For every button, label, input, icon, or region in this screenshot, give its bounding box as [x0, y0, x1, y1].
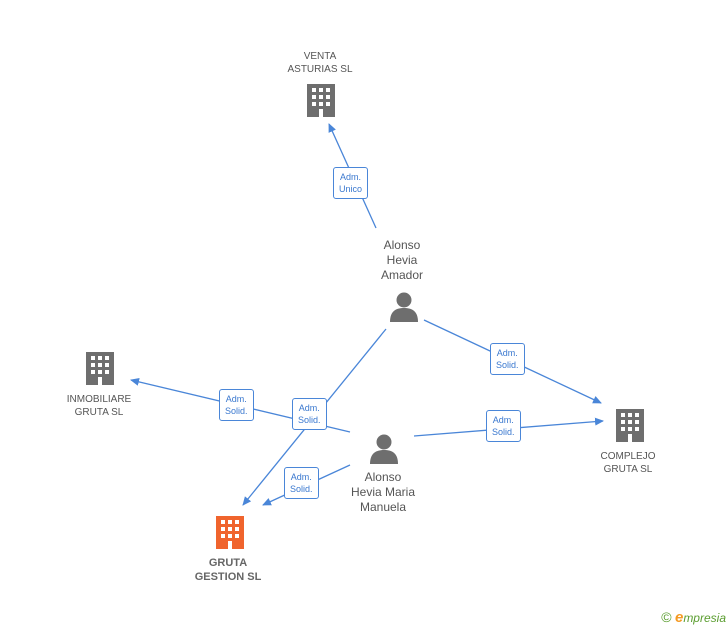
edge-label-line: Unico — [339, 184, 363, 194]
edge-label-adm-solid[interactable]: Adm. Solid. — [490, 343, 525, 375]
company-label-venta[interactable]: VENTA ASTURIAS SL — [270, 50, 370, 76]
label-line: GRUTA SL — [74, 407, 124, 418]
brand-footer[interactable]: © empresia — [661, 609, 726, 626]
label-line: Hevia — [386, 253, 418, 267]
person-label-amador[interactable]: Alonso Hevia Amador — [352, 238, 452, 283]
edge-label-line: Adm. — [496, 348, 518, 358]
edge-label-line: Solid. — [225, 406, 248, 416]
copyright-icon: © — [661, 609, 672, 625]
label-line: Manuela — [359, 500, 407, 514]
label-line: GESTION SL — [194, 571, 262, 583]
building-icon[interactable] — [307, 84, 335, 117]
label-line: Hevia Maria — [350, 485, 416, 499]
edge-label-line: Adm. — [225, 394, 247, 404]
edge-label-adm-solid[interactable]: Adm. Solid. — [219, 389, 254, 421]
edge-label-line: Solid. — [290, 484, 313, 494]
label-line: VENTA — [303, 51, 337, 62]
person-icon[interactable] — [390, 292, 418, 323]
person-icon[interactable] — [370, 434, 398, 465]
edge-label-line: Adm. — [492, 415, 514, 425]
edge-label-adm-solid[interactable]: Adm. Solid. — [292, 398, 327, 430]
edge-label-line: Solid. — [496, 360, 519, 370]
building-icon[interactable] — [616, 409, 644, 442]
company-label-gruta-focus[interactable]: GRUTA GESTION SL — [178, 556, 278, 584]
label-line: GRUTA SL — [603, 464, 653, 475]
edge-label-adm-solid[interactable]: Adm. Solid. — [284, 467, 319, 499]
brand-name: mpresia — [683, 611, 726, 625]
building-icon[interactable] — [86, 352, 114, 385]
edge-label-adm-unico[interactable]: Adm. Unico — [333, 167, 369, 199]
brand-logo-letter: e — [674, 609, 684, 626]
label-line: INMOBILIARE — [66, 394, 132, 405]
edge-label-line: Adm. — [340, 172, 362, 182]
person-label-manuela[interactable]: Alonso Hevia Maria Manuela — [333, 470, 433, 515]
edge-label-line: Adm. — [290, 472, 312, 482]
label-line: COMPLEJO — [600, 451, 656, 462]
building-icon-focus[interactable] — [216, 516, 244, 549]
edge-label-line: Solid. — [492, 427, 515, 437]
edge-label-adm-solid[interactable]: Adm. Solid. — [486, 410, 521, 442]
label-line: Alonso — [383, 238, 421, 252]
label-line: GRUTA — [208, 557, 248, 569]
label-line: ASTURIAS SL — [287, 64, 353, 75]
label-line: Amador — [380, 268, 424, 282]
company-label-complejo[interactable]: COMPLEJO GRUTA SL — [578, 450, 678, 476]
edge-label-line: Adm. — [298, 403, 320, 413]
label-line: Alonso — [364, 470, 402, 484]
edge-label-line: Solid. — [298, 415, 321, 425]
company-label-inmobiliare[interactable]: INMOBILIARE GRUTA SL — [49, 393, 149, 419]
